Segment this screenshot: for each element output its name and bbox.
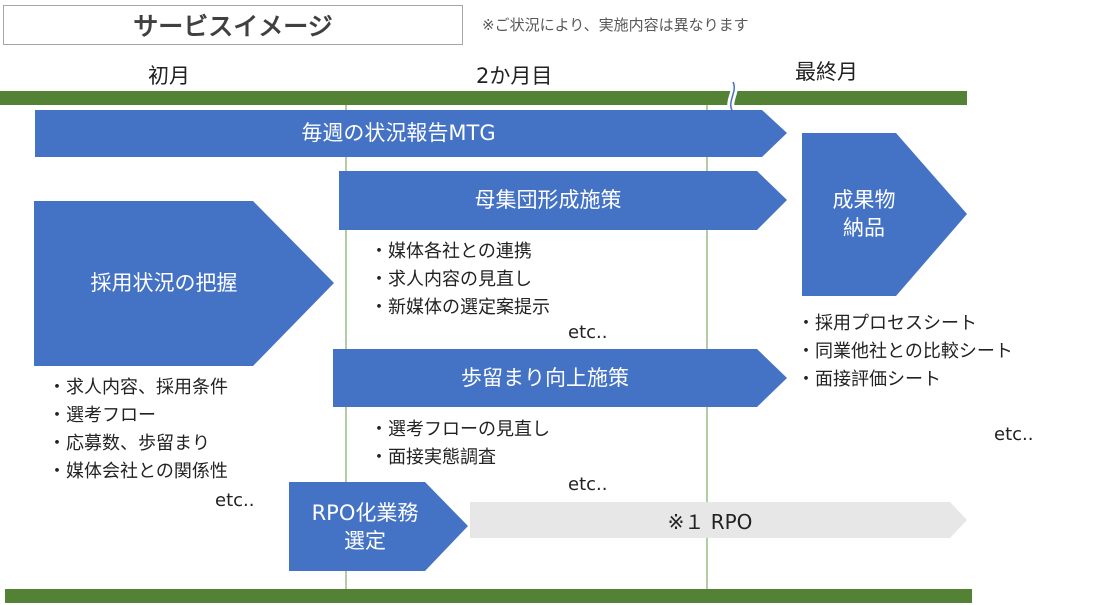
list-item: ・求人内容、採用条件 bbox=[48, 377, 228, 398]
phase-label-second-month: 2か月目 bbox=[476, 64, 553, 88]
list-item: ・媒体会社との関係性 bbox=[48, 460, 228, 482]
deliverable-label: 成果物 納品 bbox=[802, 172, 926, 256]
rpo-banner bbox=[470, 502, 967, 538]
list-item: ・新媒体の選定案提示 bbox=[370, 296, 550, 318]
list-item: ・媒体各社との連携 bbox=[370, 241, 532, 262]
yield-arrow bbox=[333, 349, 787, 407]
list-item: ・選考フロー bbox=[48, 404, 156, 426]
list-item: ・応募数、歩留まり bbox=[48, 432, 210, 454]
timeline-band-bottom bbox=[5, 589, 972, 603]
grasp-item-list: ・求人内容、採用条件 ・選考フロー ・応募数、歩留まり ・媒体会社との関係性 bbox=[48, 374, 228, 486]
population-item-list: ・媒体各社との連携 ・求人内容の見直し ・新媒体の選定案提示 bbox=[370, 238, 550, 322]
population-etc: etc.. bbox=[568, 322, 608, 343]
rpo-label-line2: 選定 bbox=[344, 529, 386, 553]
list-item: ・選考フローの見直し bbox=[370, 419, 550, 440]
yield-item-list: ・選考フローの見直し ・面接実態調査 bbox=[370, 416, 550, 472]
weekly-mtg-label: 毎週の状況報告MTG bbox=[301, 121, 496, 146]
rpo-label: RPO化業務 選定 bbox=[289, 488, 441, 566]
page-title: サービスイメージ bbox=[3, 5, 463, 45]
rpo-label-line1: RPO化業務 bbox=[311, 500, 419, 525]
list-item: ・求人内容の見直し bbox=[370, 268, 532, 290]
list-item: ・採用プロセスシート bbox=[797, 313, 977, 334]
deliverable-label-line2: 納品 bbox=[843, 216, 885, 240]
rpo-banner-label: ※１ RPO bbox=[667, 509, 753, 534]
disclaimer-note: ※ご状況により、実施内容は異なります bbox=[482, 16, 749, 34]
yield-etc: etc.. bbox=[568, 474, 608, 495]
deliverable-pentagon bbox=[802, 133, 967, 296]
list-item: ・面接実態調査 bbox=[370, 446, 496, 468]
list-item: ・面接評価シート bbox=[797, 368, 941, 390]
list-item: ・同業他社との比較シート bbox=[797, 340, 1013, 362]
timeline-band-top bbox=[0, 91, 967, 105]
yield-label: 歩留まり向上施策 bbox=[461, 365, 629, 390]
phase-label-final-month: 最終月 bbox=[795, 60, 858, 84]
weekly-mtg-arrow bbox=[35, 110, 787, 157]
phase-label-first-month: 初月 bbox=[148, 64, 190, 88]
deliverable-item-list: ・採用プロセスシート ・同業他社との比較シート ・面接評価シート bbox=[797, 310, 1013, 394]
grasp-pentagon bbox=[34, 201, 334, 366]
rpo-pentagon bbox=[289, 482, 468, 571]
population-arrow bbox=[339, 171, 787, 230]
grasp-etc: etc.. bbox=[215, 490, 255, 511]
grasp-label: 採用状況の把握 bbox=[90, 271, 238, 296]
population-label: 母集団形成施策 bbox=[474, 188, 622, 213]
deliverable-label-line1: 成果物 bbox=[832, 187, 896, 212]
deliverable-etc: etc.. bbox=[994, 424, 1034, 445]
